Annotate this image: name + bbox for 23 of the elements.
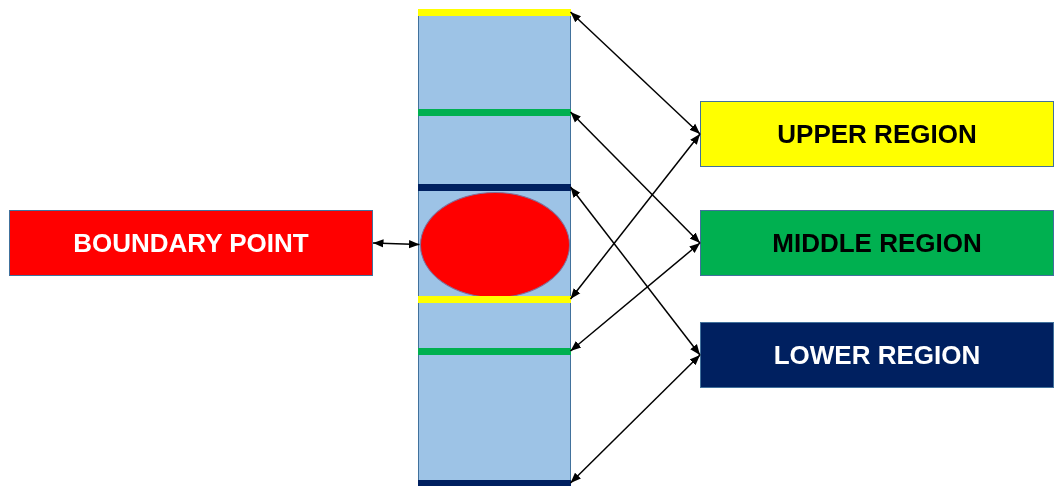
region-label: UPPER REGION [777, 118, 977, 150]
stripe [417, 8, 571, 16]
double-arrow [372, 239, 421, 249]
double-arrow [569, 186, 701, 356]
double-arrow [569, 133, 701, 300]
region-label: LOWER REGION [773, 339, 981, 371]
double-arrow [569, 111, 701, 244]
ellipse [419, 191, 570, 298]
stripe [417, 347, 571, 355]
region-box [700, 101, 1054, 167]
stripe [417, 479, 571, 486]
stripe [417, 108, 571, 116]
boundary-box [9, 210, 373, 276]
stripe [417, 295, 571, 303]
region-box [700, 322, 1054, 388]
region-label: MIDDLE REGION [772, 227, 982, 259]
region-box [700, 210, 1054, 276]
double-arrow [569, 11, 701, 135]
stripe [417, 183, 571, 191]
region-label: BOUNDARY POINT [73, 227, 309, 259]
double-arrow [569, 242, 701, 352]
column [418, 9, 571, 486]
double-arrow [569, 354, 701, 484]
